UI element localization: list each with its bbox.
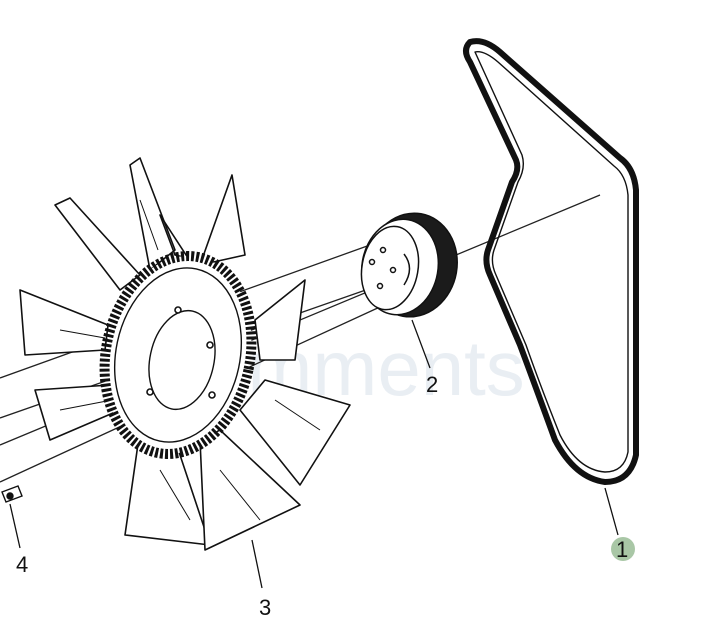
callout-3[interactable]: 3 <box>259 595 271 620</box>
pulley-drawing <box>360 212 458 318</box>
callout-2[interactable]: 2 <box>426 372 438 397</box>
callout-1[interactable]: 1 <box>611 537 635 562</box>
callout-4[interactable]: 4 <box>16 552 28 577</box>
leader-lines <box>9 319 619 589</box>
fan-drawing <box>19 157 351 551</box>
bolt-drawing <box>1 485 23 503</box>
callout-2-label: 2 <box>426 372 438 397</box>
belt-drawing <box>463 38 639 485</box>
callout-1-label: 1 <box>616 537 628 562</box>
callout-1-highlight <box>611 537 635 561</box>
callout-3-label: 3 <box>259 595 271 620</box>
callout-4-label: 4 <box>16 552 28 577</box>
